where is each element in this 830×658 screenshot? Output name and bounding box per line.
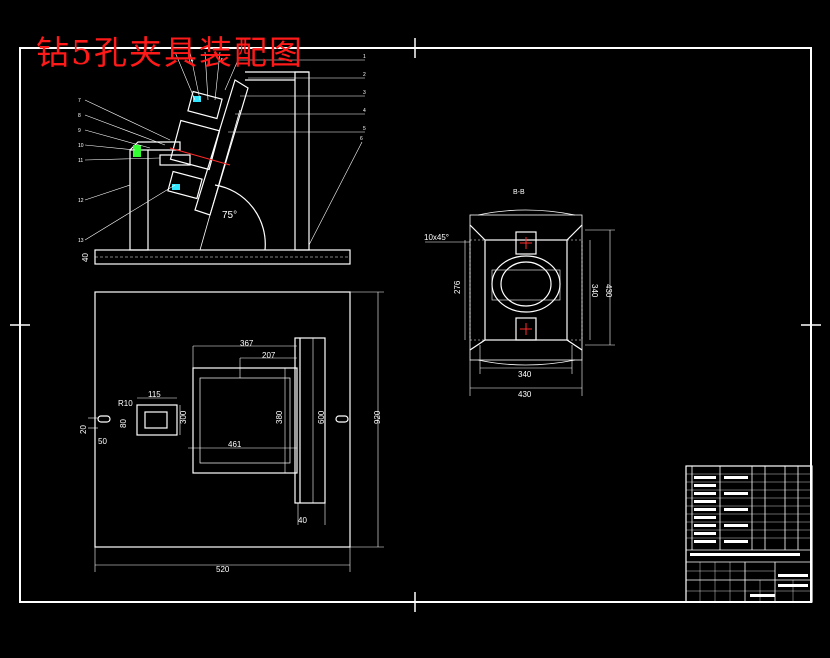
dim-920: 920 [373,410,382,424]
dim-276: 276 [453,280,462,294]
base-thickness-label: 40 [81,253,90,262]
plan-dims: 367 207 115 R10 80 300 380 600 920 461 2… [79,339,382,574]
plan-view [88,291,384,572]
dim-20: 20 [79,425,88,434]
section-center-marks [520,237,532,335]
plan-base-plate [94,291,351,548]
side-view [94,71,351,265]
plan-left-block [136,404,178,436]
callout-15: 15 [218,58,224,64]
title-block-rows [686,473,812,602]
section-dims: 10x45° 276 340 430 340 430 [424,233,613,399]
angle-label: 75° [222,210,237,221]
callout-numbers: 1 2 3 4 5 6 7 8 9 10 11 12 13 14 15 [78,54,366,244]
right-slot [335,415,349,423]
callout-14: 14 [188,58,194,64]
callout-10: 10 [78,143,84,149]
angle-arc [214,184,266,251]
dim-600: 600 [317,410,326,424]
dim-520: 520 [216,565,230,574]
dim-340-horizontal: 340 [518,370,532,379]
drill-axis [169,147,231,166]
outer-ring [491,255,561,313]
lower-clamp [167,170,203,200]
callout-leaders [84,51,365,246]
plan-right-plate [294,337,326,504]
radius-r10: R10 [118,399,133,408]
plan-frame [192,367,298,474]
callout-9: 9 [78,128,81,134]
callout-2: 2 [363,72,366,78]
green-part [133,145,141,157]
dim-40: 40 [298,516,307,525]
left-column [129,149,149,251]
centering-marks [10,38,821,612]
dim-461: 461 [228,440,242,449]
cyan-part-bottom [172,184,180,190]
callout-3: 3 [363,90,366,96]
dim-300: 300 [179,410,188,424]
callout-11: 11 [78,158,83,164]
bore-hole [500,261,552,307]
callout-6: 6 [360,136,363,142]
chamfer-label: 10x45° [424,233,449,242]
drawing-title: 钻5孔夹具装配图 [36,33,304,72]
callout-12: 12 [78,198,84,204]
section-label: B-B [513,189,525,196]
pin [159,154,191,166]
left-arm [129,141,181,151]
dim-115: 115 [148,390,161,399]
bottom-boss [515,317,537,341]
left-slot [97,415,111,423]
dim-367: 367 [240,339,254,348]
title-block [685,465,813,603]
title-block-fill [690,476,808,597]
section-view: B-B [425,189,615,396]
outer-body [469,214,583,361]
dim-340-vertical: 340 [590,284,599,298]
callout-8: 8 [78,113,81,119]
dim-380: 380 [275,410,284,424]
dim-50: 50 [98,437,107,446]
dim-430-vertical: 430 [604,284,613,298]
right-column [294,71,310,251]
callout-1: 1 [363,54,366,60]
callout-13: 13 [78,238,84,244]
dim-430-horizontal: 430 [518,390,532,399]
dim-207: 207 [262,351,276,360]
top-boss [515,231,537,255]
center-body [169,119,221,171]
callout-7: 7 [78,98,81,104]
callout-4: 4 [363,108,366,114]
callout-5: 5 [363,126,366,132]
dim-80: 80 [119,419,128,428]
cyan-part-top [193,96,201,102]
